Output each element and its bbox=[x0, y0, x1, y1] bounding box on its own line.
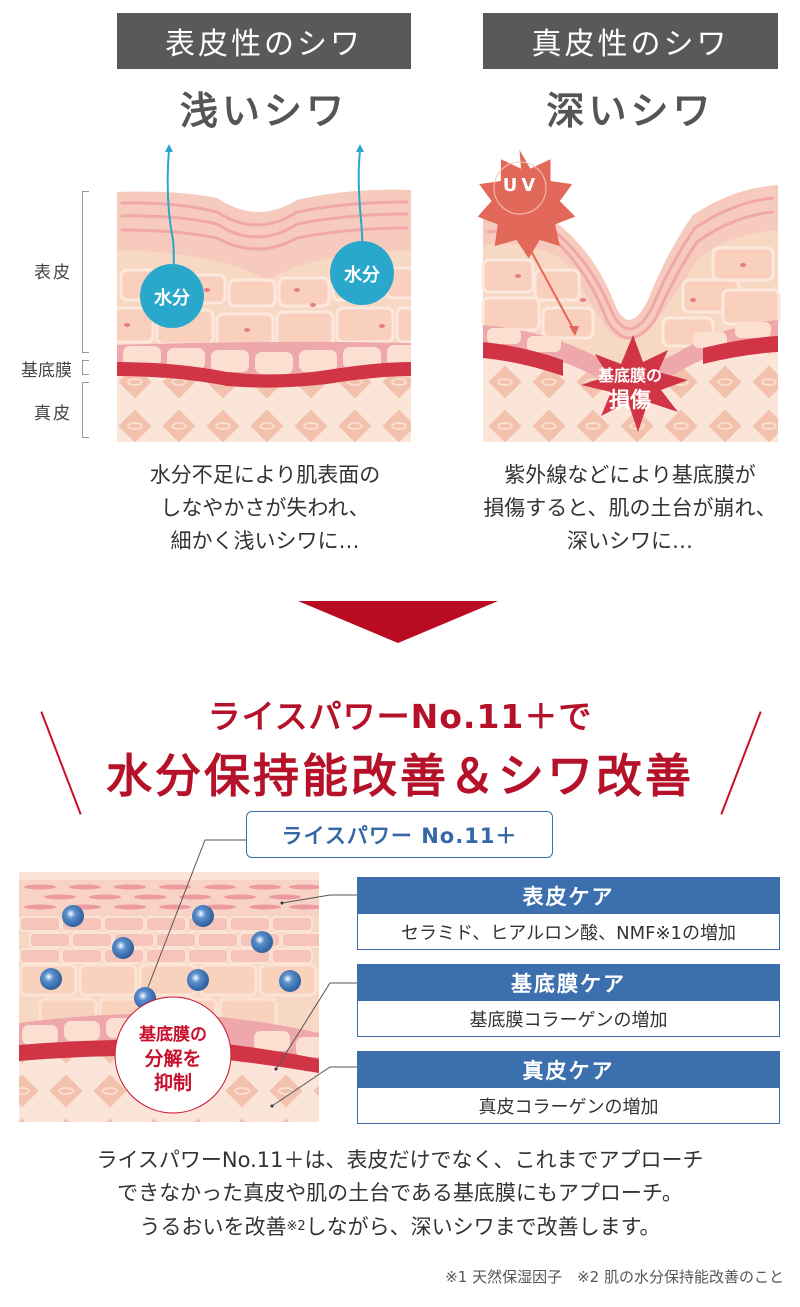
summary-fragment: しながら、深いシワまで改善します。 bbox=[305, 1215, 661, 1239]
bracket-epidermis bbox=[82, 191, 89, 353]
care-description: 基底膜コラーゲンの増加 bbox=[469, 1009, 668, 1031]
dermal-wrinkle-type-label: 真皮性のシワ bbox=[483, 13, 778, 69]
care-description: セラミド、ヒアルロン酸、NMF※1の増加 bbox=[401, 922, 736, 944]
water-bubble-label-right: 水分 bbox=[344, 265, 380, 286]
summary-line: うるおいを改善※2しながら、深いシワまで改善します。 bbox=[0, 1210, 800, 1244]
suppression-line3: 抑制 bbox=[153, 1072, 192, 1094]
care-title: 表皮ケア bbox=[358, 878, 779, 914]
suppression-line2: 分解を bbox=[144, 1048, 202, 1070]
description-line: しなやかさが失われ、 bbox=[160, 496, 370, 520]
bracket-dermis bbox=[82, 382, 89, 438]
summary-line: ライスパワーNo.11＋は、表皮だけでなく、これまでアプローチ bbox=[96, 1148, 704, 1172]
summary-fragment: うるおいを改善 bbox=[139, 1215, 287, 1239]
deep-wrinkle-skin-illustration bbox=[477, 150, 781, 442]
description-line: 水分不足により肌表面の bbox=[149, 463, 381, 487]
headline-line1: ライスパワーNo.11＋で bbox=[207, 697, 593, 736]
water-bubble-left bbox=[140, 264, 204, 328]
care-title: 真皮ケア bbox=[358, 1052, 779, 1088]
product-name-box: ライスパワー No.11＋ bbox=[246, 811, 553, 858]
layer-label-epidermis: 表皮 bbox=[34, 263, 72, 283]
water-bubble-label-left: 水分 bbox=[154, 288, 190, 309]
footnotes: ※1 天然保湿因子 ※2 肌の水分保持能改善のこと bbox=[445, 1268, 784, 1286]
damage-burst-icon bbox=[581, 335, 688, 432]
care-description: 真皮コラーゲンの増加 bbox=[478, 1096, 659, 1118]
footnote-marker: ※2 bbox=[286, 1219, 306, 1234]
care-dermis: 真皮ケア 真皮コラーゲンの増加 bbox=[357, 1051, 780, 1124]
deep-wrinkle-title: 深いシワ bbox=[546, 88, 715, 133]
layer-label-dermis: 真皮 bbox=[34, 404, 72, 424]
uv-sun-icon bbox=[477, 150, 576, 259]
description-line: 細かく浅いシワに… bbox=[170, 529, 360, 553]
shallow-wrinkle-skin-illustration bbox=[117, 144, 411, 442]
down-arrow-icon bbox=[298, 601, 498, 643]
deep-wrinkle-description: 紫外線などにより基底膜が 損傷すると、肌の土台が崩れ、 深いシワに… bbox=[455, 459, 800, 558]
description-line: 深いシワに… bbox=[567, 529, 693, 553]
bracket-basement-membrane bbox=[82, 360, 89, 375]
suppression-badge bbox=[114, 996, 232, 1114]
rice-power-skin-illustration bbox=[19, 839, 357, 1122]
damage-label-line2: 損傷 bbox=[609, 388, 651, 412]
uv-label: UV bbox=[502, 175, 540, 196]
description-line: 損傷すると、肌の土台が崩れ、 bbox=[483, 496, 777, 520]
care-basement-membrane: 基底膜ケア 基底膜コラーゲンの増加 bbox=[357, 964, 780, 1037]
care-title: 基底膜ケア bbox=[358, 965, 779, 1001]
layer-label-basement-membrane: 基底膜 bbox=[21, 361, 72, 381]
damage-label-line1: 基底膜の bbox=[597, 366, 662, 385]
summary-text: ライスパワーNo.11＋は、表皮だけでなく、これまでアプローチ できなかった真皮… bbox=[0, 1144, 800, 1244]
water-bubble-right bbox=[330, 241, 394, 305]
headline-line2: 水分保持能改善＆シワ改善 bbox=[106, 749, 694, 803]
shallow-wrinkle-description: 水分不足により肌表面の しなやかさが失われ、 細かく浅いシワに… bbox=[100, 459, 430, 558]
suppression-line1: 基底膜の bbox=[139, 1025, 207, 1045]
superficial-wrinkle-type-label: 表皮性のシワ bbox=[117, 13, 411, 69]
suppression-badge-text: 基底膜の 分解を 抑制 bbox=[115, 1023, 231, 1095]
care-epidermis: 表皮ケア セラミド、ヒアルロン酸、NMF※1の増加 bbox=[357, 877, 780, 950]
description-line: 紫外線などにより基底膜が bbox=[504, 463, 756, 487]
shallow-wrinkle-title: 浅いシワ bbox=[179, 88, 348, 133]
summary-line: できなかった真皮や肌の土台である基底膜にもアプローチ。 bbox=[117, 1181, 683, 1205]
